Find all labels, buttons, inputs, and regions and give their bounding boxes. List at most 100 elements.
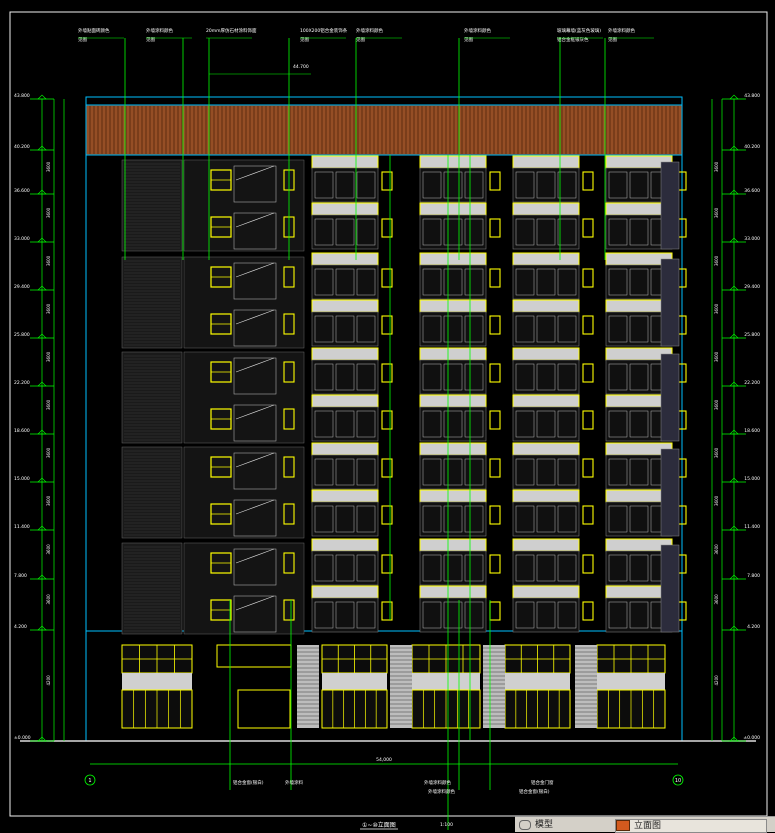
axis-bubble-right-label: 10 <box>675 778 681 784</box>
balcony <box>311 597 379 633</box>
elevation-label: 25.800 <box>14 332 30 338</box>
balcony-slab <box>419 299 487 313</box>
elevation-label: 29.400 <box>744 284 760 290</box>
balcony-slab <box>311 202 379 216</box>
balcony <box>512 264 580 300</box>
callout-bottom-text: 铝合金门窗 <box>531 779 554 786</box>
callout-text: 玻璃幕墙(蓝灰色玻璃) <box>557 27 601 34</box>
balcony <box>419 311 487 347</box>
elevation-label: 40.200 <box>14 144 30 150</box>
balcony-slab <box>512 252 580 266</box>
callout-top: 玻璃幕墙(蓝灰色玻璃) 铝合金框银灰色 <box>557 27 603 43</box>
balcony <box>512 167 580 203</box>
tab-layout-label: 立面图 <box>634 821 662 831</box>
stair-opening <box>233 404 277 442</box>
balcony-slab <box>512 299 580 313</box>
balcony-slab <box>512 538 580 552</box>
window <box>489 601 501 621</box>
elevation-markers-right: 43.80040.20036.60033.00029.40025.80022.2… <box>722 93 760 742</box>
balcony <box>311 214 379 250</box>
elevation-label: 15.000 <box>744 476 760 482</box>
window <box>582 218 594 238</box>
balcony <box>311 264 379 300</box>
floor-height-label: 3600 <box>714 399 719 410</box>
callout-text: 见图 <box>300 37 309 43</box>
balcony-slab <box>419 538 487 552</box>
callout-text: 见图 <box>146 37 155 43</box>
balcony-slab <box>512 442 580 456</box>
elevation-label: 15.000 <box>14 476 30 482</box>
roof-band <box>85 104 683 156</box>
elevation-label: 11.400 <box>14 524 30 530</box>
balcony-slab <box>512 155 580 169</box>
balcony-slab <box>512 394 580 408</box>
window <box>489 315 501 335</box>
window <box>489 268 501 288</box>
callout-text: 见图 <box>608 37 617 43</box>
stair-opening <box>233 262 277 300</box>
floor-height-label: 3600 <box>46 303 51 314</box>
balcony <box>419 501 487 537</box>
callout-text: 外墙涂料颜色 <box>146 27 173 34</box>
elevation-label: ±0.000 <box>743 735 760 741</box>
parapet <box>85 96 683 106</box>
floor-height-label: 3600 <box>714 351 719 362</box>
elevation-label: 29.400 <box>14 284 30 290</box>
tab-model[interactable]: 模型 <box>519 819 609 831</box>
balcony-slab <box>311 155 379 169</box>
ground-storefronts <box>121 644 666 729</box>
elevation-label: 43.800 <box>14 93 30 99</box>
floor-height-label: 3600 <box>46 495 51 506</box>
facade-panels <box>121 155 687 635</box>
window <box>283 266 295 288</box>
callout-text: 外墙涂料颜色 <box>464 27 491 34</box>
stair-opening <box>233 357 277 395</box>
floor-height-label: 3600 <box>46 594 51 605</box>
floor-height-label: 3600 <box>714 303 719 314</box>
window <box>381 554 393 574</box>
window <box>283 313 295 335</box>
elevation-label: 18.600 <box>744 428 760 434</box>
pilaster <box>390 645 412 728</box>
floor-height-label: 3600 <box>714 447 719 458</box>
window <box>381 410 393 430</box>
axis-bubble-right <box>672 774 684 786</box>
callout-bottom-text: 外墙涂料 <box>285 779 303 786</box>
layout-tab-bar: 模型 立面图 <box>515 816 775 833</box>
balcony <box>311 311 379 347</box>
pilaster <box>297 645 319 728</box>
window <box>582 315 594 335</box>
balcony <box>512 454 580 490</box>
balcony <box>419 597 487 633</box>
elevation-label: 40.200 <box>744 144 760 150</box>
elevation-markers-left: 43.80040.20036.60033.00029.40025.80022.2… <box>14 93 54 742</box>
window <box>381 601 393 621</box>
floor-height-label: 3600 <box>46 161 51 172</box>
floor-height-label: 3600 <box>46 399 51 410</box>
window <box>489 171 501 191</box>
balcony <box>311 406 379 442</box>
dimension-chain-right: 3600360036003600360036003600360036003600… <box>711 99 723 741</box>
elevation-label: 36.600 <box>14 188 30 194</box>
stair-opening <box>233 548 277 586</box>
callout-top: 20mm厚仿石材涂料饰面 <box>206 27 257 39</box>
balcony-slab <box>311 442 379 456</box>
callout-text: 铝合金框银灰色 <box>557 36 589 43</box>
balcony-slab <box>419 252 487 266</box>
elevation-label: 36.600 <box>744 188 760 194</box>
balcony <box>512 501 580 537</box>
callout-text: 20mm厚仿石材涂料饰面 <box>206 27 257 34</box>
dimension-chain-left: 3600360036003600360036003600360036003600… <box>46 99 65 741</box>
window <box>381 363 393 383</box>
axis-bubble-left <box>84 774 96 786</box>
window <box>381 505 393 525</box>
elevation-label: 22.200 <box>744 380 760 386</box>
window <box>381 458 393 478</box>
elevation-label: 33.000 <box>744 236 760 242</box>
window <box>582 458 594 478</box>
tab-model-label: 模型 <box>535 820 554 830</box>
